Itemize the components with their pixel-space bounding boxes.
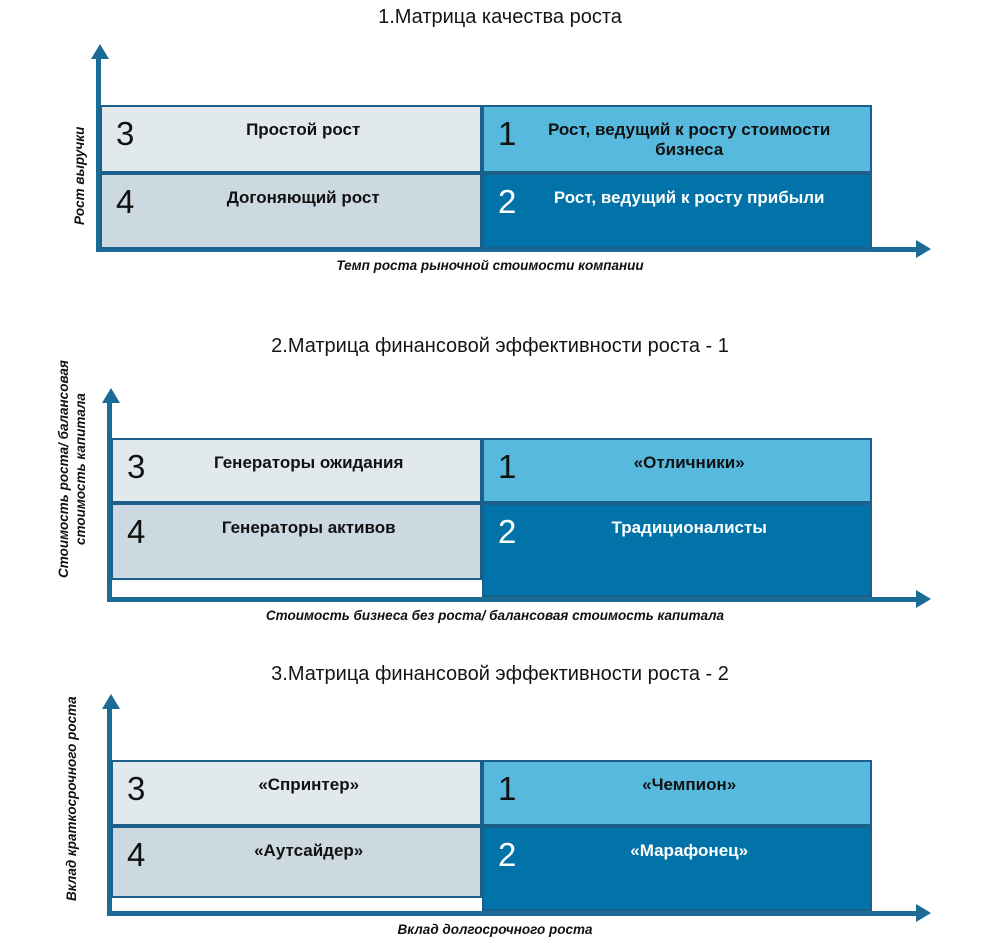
matrix-block-1: 1.Матрица качества роста Рост выручки Те…	[0, 0, 1000, 300]
quadrant-cell-4[interactable]: 4 Догоняющий рост	[100, 173, 482, 249]
quadrant-number: 2	[498, 513, 517, 550]
quadrant-number: 1	[498, 448, 517, 485]
quadrant-caption: Простой рост	[246, 120, 361, 139]
quadrant-cell-2[interactable]: 2 Рост, ведущий к росту прибыли	[482, 173, 872, 249]
quadrant-caption: «Аутсайдер»	[254, 841, 364, 860]
x-axis-line	[107, 597, 916, 602]
x-axis-label-1: Темп роста рыночной стоимости компании	[336, 258, 644, 273]
quadrant-cell-1[interactable]: 1 «Чемпион»	[482, 760, 872, 826]
matrix-title-1: 1.Матрица качества роста	[378, 6, 622, 28]
y-axis-arrow-icon	[102, 694, 120, 709]
quadrant-caption: Генераторы ожидания	[213, 453, 404, 472]
quadrant-caption: «Спринтер»	[258, 775, 360, 794]
quadrant-cell-3[interactable]: 3 Генераторы ожидания	[111, 438, 482, 503]
x-axis-arrow-icon	[916, 904, 931, 922]
quadrant-number: 4	[116, 183, 135, 220]
x-axis-arrow-icon	[916, 590, 931, 608]
quadrant-number: 4	[127, 513, 146, 550]
quadrant-number: 1	[498, 115, 517, 152]
quadrant-number: 3	[127, 448, 146, 485]
x-axis-label-2: Стоимость бизнеса без роста/ балансовая …	[265, 608, 725, 623]
quadrant-caption: «Марафонец»	[630, 841, 749, 860]
quadrant-cell-3[interactable]: 3 «Спринтер»	[111, 760, 482, 826]
quadrant-cell-3[interactable]: 3 Простой рост	[100, 105, 482, 173]
y-axis-label-1: Рост выручки	[72, 126, 87, 226]
y-axis-line	[96, 58, 101, 250]
quadrant-number: 2	[498, 836, 517, 873]
quadrant-cell-4[interactable]: 4 «Аутсайдер»	[111, 826, 482, 898]
quadrant-caption: Рост, ведущий к росту стоимости бизнеса	[547, 120, 831, 159]
quadrant-number: 3	[116, 115, 135, 152]
quadrant-cell-1[interactable]: 1 Рост, ведущий к росту стоимости бизнес…	[482, 105, 872, 173]
quadrant-caption: Рост, ведущий к росту прибыли	[553, 188, 825, 207]
matrix-block-2: 2.Матрица финансовой эффективности роста…	[0, 330, 1000, 630]
y-axis-label-3: Вклад краткосрочного роста	[64, 696, 79, 902]
x-axis-line	[96, 247, 916, 252]
quadrant-number: 1	[498, 770, 517, 807]
quadrant-number: 4	[127, 836, 146, 873]
quadrant-number: 3	[127, 770, 146, 807]
quadrant-cell-2[interactable]: 2 Традиционалисты	[482, 503, 872, 597]
matrix-block-3: 3.Матрица финансовой эффективности роста…	[0, 658, 1000, 941]
quadrant-caption: «Отличники»	[633, 453, 745, 472]
quadrant-cell-4[interactable]: 4 Генераторы активов	[111, 503, 482, 580]
x-axis-arrow-icon	[916, 240, 931, 258]
x-axis-line	[107, 911, 916, 916]
y-axis-line	[107, 708, 112, 916]
quadrant-number: 2	[498, 183, 517, 220]
quadrant-cell-2[interactable]: 2 «Марафонец»	[482, 826, 872, 911]
matrix-title-2: 2.Матрица финансовой эффективности роста…	[271, 335, 729, 357]
matrix-title-3: 3.Матрица финансовой эффективности роста…	[271, 663, 729, 685]
x-axis-label-3: Вклад долгосрочного роста	[397, 922, 593, 937]
quadrant-caption: Генераторы активов	[221, 518, 396, 537]
y-axis-label-2: Стоимость роста/ балансовая стоимость ка…	[56, 360, 88, 578]
quadrant-caption: Догоняющий рост	[226, 188, 380, 207]
quadrant-caption: «Чемпион»	[642, 775, 737, 794]
quadrant-cell-1[interactable]: 1 «Отличники»	[482, 438, 872, 503]
y-axis-line	[107, 402, 112, 600]
y-axis-arrow-icon	[102, 388, 120, 403]
y-axis-arrow-icon	[91, 44, 109, 59]
quadrant-caption: Традиционалисты	[611, 518, 767, 537]
